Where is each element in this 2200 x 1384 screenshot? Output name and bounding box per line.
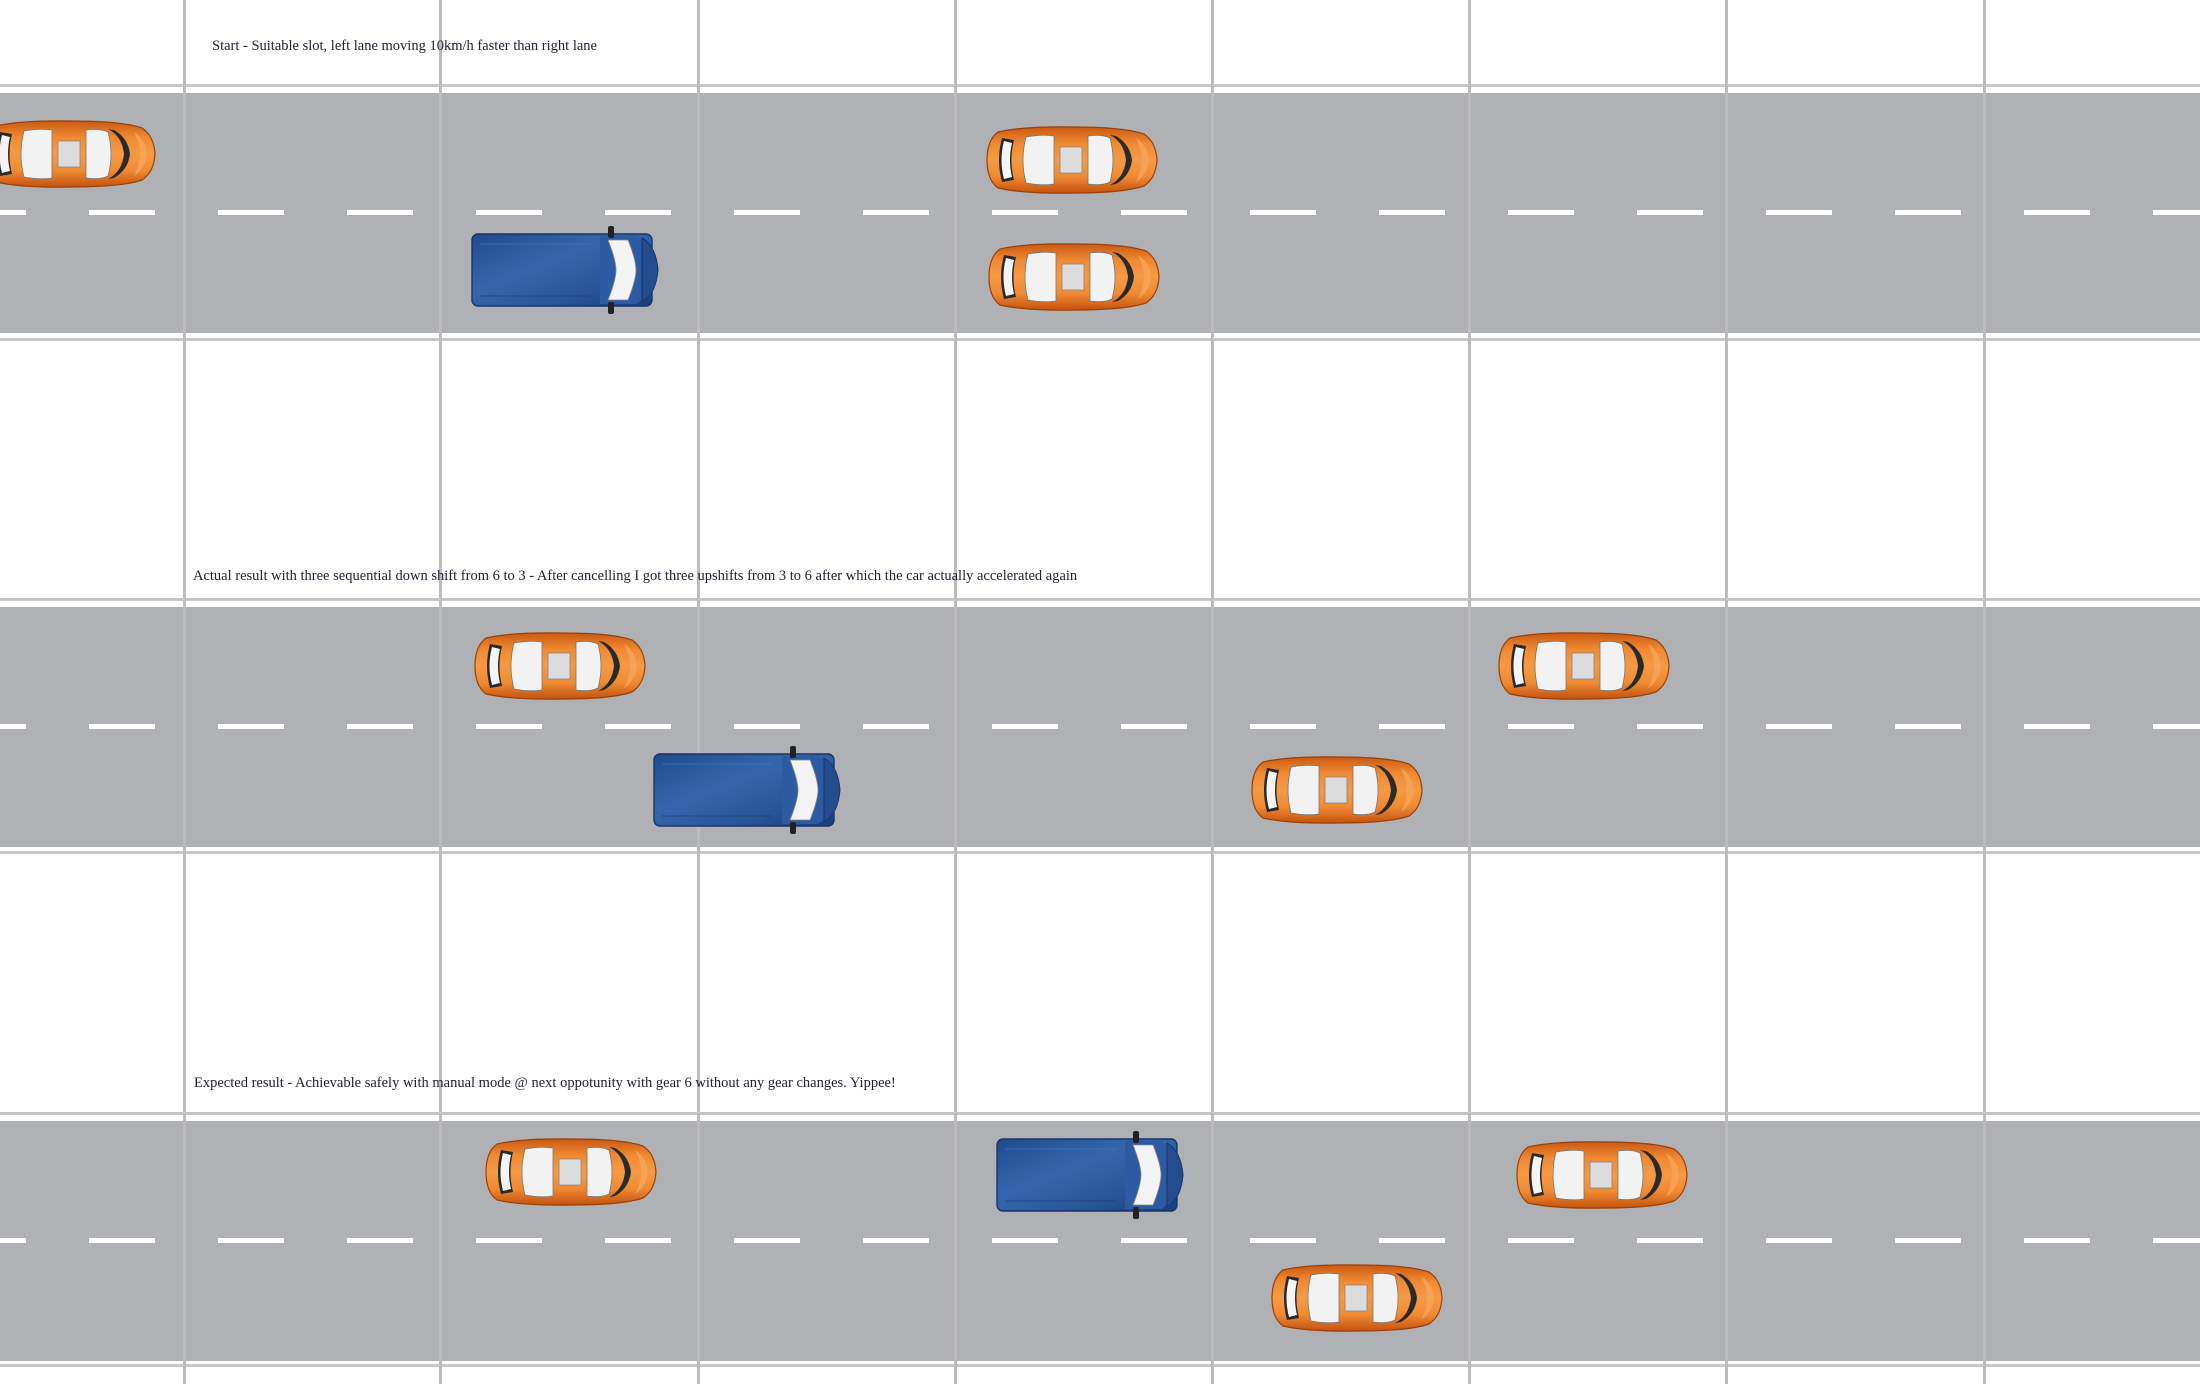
blue-van-icon bbox=[995, 1129, 1188, 1226]
lane-dash bbox=[1766, 1238, 1832, 1243]
orange-car-icon bbox=[984, 124, 1159, 201]
road-edge bbox=[0, 84, 2200, 87]
lane-dash bbox=[1250, 724, 1316, 729]
orange-car-icon bbox=[1496, 630, 1671, 707]
lane-dash bbox=[1379, 724, 1445, 729]
lane-dash bbox=[992, 724, 1058, 729]
grid-line bbox=[697, 0, 700, 1384]
lane-dash bbox=[1508, 724, 1574, 729]
road-edge bbox=[0, 338, 2200, 341]
lane-dash bbox=[992, 1238, 1058, 1243]
lane-dash bbox=[863, 724, 929, 729]
lane-dash bbox=[1766, 210, 1832, 215]
lane-dash bbox=[476, 210, 542, 215]
lane-dash bbox=[0, 1238, 26, 1243]
lane-dash bbox=[0, 724, 26, 729]
caption-start: Start - Suitable slot, left lane moving … bbox=[212, 38, 597, 54]
orange-car-icon bbox=[986, 241, 1161, 318]
lane-dash bbox=[1379, 210, 1445, 215]
grid-line bbox=[954, 0, 957, 1384]
lane-dash bbox=[1379, 1238, 1445, 1243]
lane-dash bbox=[2153, 210, 2200, 215]
lane-dash bbox=[347, 1238, 413, 1243]
lane-dash bbox=[605, 724, 671, 729]
lane-dash bbox=[1895, 210, 1961, 215]
lane-dash bbox=[218, 1238, 284, 1243]
lane-dash bbox=[1766, 724, 1832, 729]
orange-car-icon bbox=[472, 630, 647, 707]
lane-dash bbox=[1637, 1238, 1703, 1243]
lane-dash bbox=[347, 724, 413, 729]
lane-dash bbox=[347, 210, 413, 215]
road-edge bbox=[0, 851, 2200, 854]
lane-dash bbox=[1637, 724, 1703, 729]
grid-line bbox=[1468, 0, 1471, 1384]
grid-line bbox=[439, 0, 442, 1384]
lane-dash bbox=[1895, 724, 1961, 729]
lane-dash bbox=[476, 724, 542, 729]
lane-dash bbox=[2024, 1238, 2090, 1243]
lane-dash bbox=[476, 1238, 542, 1243]
lane-dash bbox=[2153, 724, 2200, 729]
lane-dash bbox=[992, 210, 1058, 215]
blue-van-icon bbox=[652, 744, 845, 841]
lane-dash bbox=[89, 1238, 155, 1243]
orange-car-icon bbox=[1514, 1139, 1689, 1216]
lane-dash bbox=[218, 724, 284, 729]
blue-van-icon bbox=[470, 224, 663, 321]
lane-dash bbox=[2024, 210, 2090, 215]
road-scenario-actual bbox=[0, 607, 2200, 847]
lane-dash bbox=[1121, 210, 1187, 215]
orange-car-icon bbox=[1249, 754, 1424, 831]
lane-dash bbox=[89, 210, 155, 215]
grid-line bbox=[1211, 0, 1214, 1384]
lane-dash bbox=[1508, 210, 1574, 215]
caption-actual: Actual result with three sequential down… bbox=[193, 568, 1078, 584]
lane-dash bbox=[2153, 1238, 2200, 1243]
lane-dash bbox=[1250, 1238, 1316, 1243]
orange-car-icon bbox=[483, 1136, 658, 1213]
lane-dash bbox=[734, 1238, 800, 1243]
grid-line bbox=[1983, 0, 1986, 1384]
lane-dash bbox=[1250, 210, 1316, 215]
grid-line bbox=[0, 598, 2200, 600]
lane-dash bbox=[218, 210, 284, 215]
grid-line bbox=[183, 0, 186, 1384]
lane-dash bbox=[1895, 1238, 1961, 1243]
grid-line bbox=[1725, 0, 1728, 1384]
lane-dash bbox=[863, 1238, 929, 1243]
lane-dash bbox=[1637, 210, 1703, 215]
lane-dash bbox=[2024, 724, 2090, 729]
lane-dash bbox=[89, 724, 155, 729]
lane-dash bbox=[605, 210, 671, 215]
grid-line bbox=[0, 1112, 2200, 1114]
caption-expected: Expected result - Achievable safely with… bbox=[194, 1075, 896, 1091]
orange-car-icon bbox=[1269, 1262, 1444, 1339]
lane-dash bbox=[605, 1238, 671, 1243]
lane-dash bbox=[0, 210, 26, 215]
lane-dash bbox=[734, 210, 800, 215]
orange-car-icon bbox=[0, 118, 157, 195]
lane-dash bbox=[1121, 724, 1187, 729]
lane-dash bbox=[734, 724, 800, 729]
lane-dash bbox=[1121, 1238, 1187, 1243]
lane-dash bbox=[1508, 1238, 1574, 1243]
lane-dash bbox=[863, 210, 929, 215]
road-edge bbox=[0, 1364, 2200, 1367]
